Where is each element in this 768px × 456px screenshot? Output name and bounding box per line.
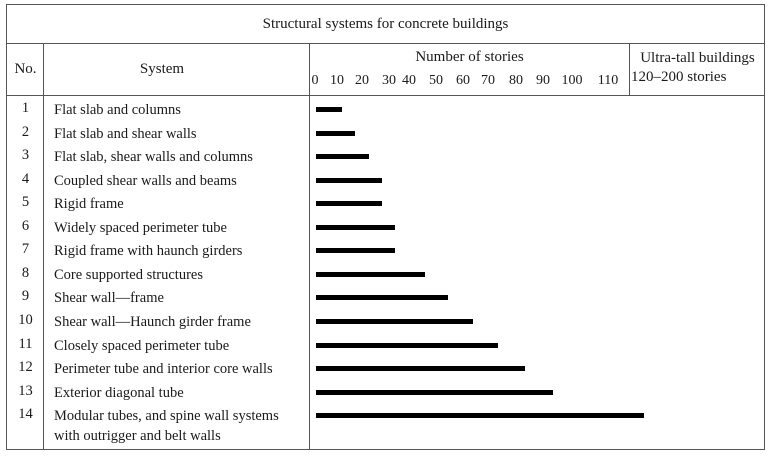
ultra-tall-divider: [629, 43, 630, 95]
story-range-bar: [316, 154, 369, 160]
row-number: 13: [18, 382, 33, 399]
row-number: 14: [18, 406, 33, 423]
system-name: Shear wall—frame: [54, 290, 164, 307]
table-row: 2 Flat slab and shear walls: [7, 121, 764, 144]
story-range-bar: [316, 201, 382, 207]
system-name: Flat slab, shear walls and columns: [54, 149, 253, 166]
system-name: Exterior diagonal tube: [54, 384, 184, 401]
x-tick: 10: [330, 73, 344, 88]
header-no: No.: [14, 60, 37, 77]
system-name: Closely spaced perimeter tube: [54, 337, 230, 354]
row-number: 3: [21, 147, 30, 164]
row-number: 6: [21, 217, 30, 234]
x-tick: 50: [429, 73, 443, 88]
story-range-bar: [316, 177, 382, 183]
table-row: 6 Widely spaced perimeter tube: [7, 215, 764, 238]
table-row: 4 Coupled shear walls and beams: [7, 168, 764, 191]
table-row: 12 Perimeter tube and interior core walls: [7, 356, 764, 379]
row-number: 7: [21, 241, 30, 258]
structural-systems-table: Structural systems for concrete building…: [6, 4, 765, 450]
table-row: 9 Shear wall—frame: [7, 285, 764, 308]
x-tick: 110: [597, 73, 619, 88]
table-row: 8 Core supported structures: [7, 262, 764, 285]
system-name: Flat slab and columns: [54, 102, 181, 118]
row-number: 1: [21, 100, 30, 116]
x-tick: 40: [402, 73, 416, 88]
table-row: 13 Exterior diagonal tube: [7, 380, 764, 403]
table-row: 11 Closely spaced perimeter tube: [7, 333, 764, 356]
row-number: 2: [21, 123, 30, 140]
table-row: 10 Shear wall—Haunch girder frame: [7, 309, 764, 332]
table-row: 1 Flat slab and columns: [7, 97, 764, 120]
system-name: Perimeter tube and interior core walls: [54, 361, 273, 378]
system-name: Coupled shear walls and beams: [54, 172, 237, 189]
row-number: 9: [21, 288, 30, 305]
story-range-bar: [316, 271, 425, 277]
ultra-tall-label: Ultra-tall buildings: [640, 50, 755, 66]
x-tick: 0: [311, 73, 319, 88]
story-range-bar: [316, 295, 448, 301]
row-number: 11: [18, 335, 33, 352]
row-number: 8: [21, 264, 30, 281]
header-system: System: [139, 60, 185, 77]
table-row: 7 Rigid frame with haunch girders: [7, 238, 764, 261]
no-column-divider: [43, 43, 44, 449]
story-range-bar: [316, 107, 342, 112]
story-range-bar: [316, 318, 473, 324]
story-range-bar: [316, 413, 644, 419]
x-tick: 90: [536, 73, 550, 88]
x-tick: 70: [481, 73, 495, 88]
system-name: Widely spaced perimeter tube: [54, 219, 227, 236]
row-number: 4: [21, 170, 30, 187]
header-ultra-tall: Ultra-tall buildings 120–200 stories: [631, 49, 764, 87]
story-range-bar: [316, 389, 553, 395]
system-name: Shear wall—Haunch girder frame: [54, 313, 251, 330]
header-row: No. System Number of stories 0 10 20 30 40 50…: [7, 43, 764, 96]
system-name: Rigid frame: [54, 196, 124, 213]
story-range-bar: [316, 130, 355, 136]
row-number: 5: [21, 194, 30, 211]
story-range-bar: [316, 366, 525, 372]
ultra-tall-range: 120–200 stories: [631, 69, 727, 85]
table-row: 3 Flat slab, shear walls and columns: [7, 144, 764, 167]
x-tick: 100: [561, 73, 583, 88]
x-tick: 80: [509, 73, 523, 88]
x-tick: 30: [382, 73, 396, 88]
system-name: Flat slab and shear walls: [54, 125, 197, 142]
story-range-bar: [316, 342, 498, 348]
row-number: 12: [18, 359, 33, 376]
story-range-bar: [316, 224, 395, 230]
header-number-of-stories: Number of stories: [415, 49, 524, 65]
table-title: Structural systems for concrete building…: [7, 5, 764, 44]
system-column-divider: [309, 43, 310, 449]
x-tick: 60: [456, 73, 470, 88]
table-row: 5 Rigid frame: [7, 191, 764, 214]
x-tick: 20: [355, 73, 369, 88]
story-range-bar: [316, 248, 395, 254]
row-number: 10: [18, 311, 33, 328]
system-name: Core supported structures: [54, 266, 203, 283]
system-name: Rigid frame with haunch girders: [54, 243, 243, 260]
